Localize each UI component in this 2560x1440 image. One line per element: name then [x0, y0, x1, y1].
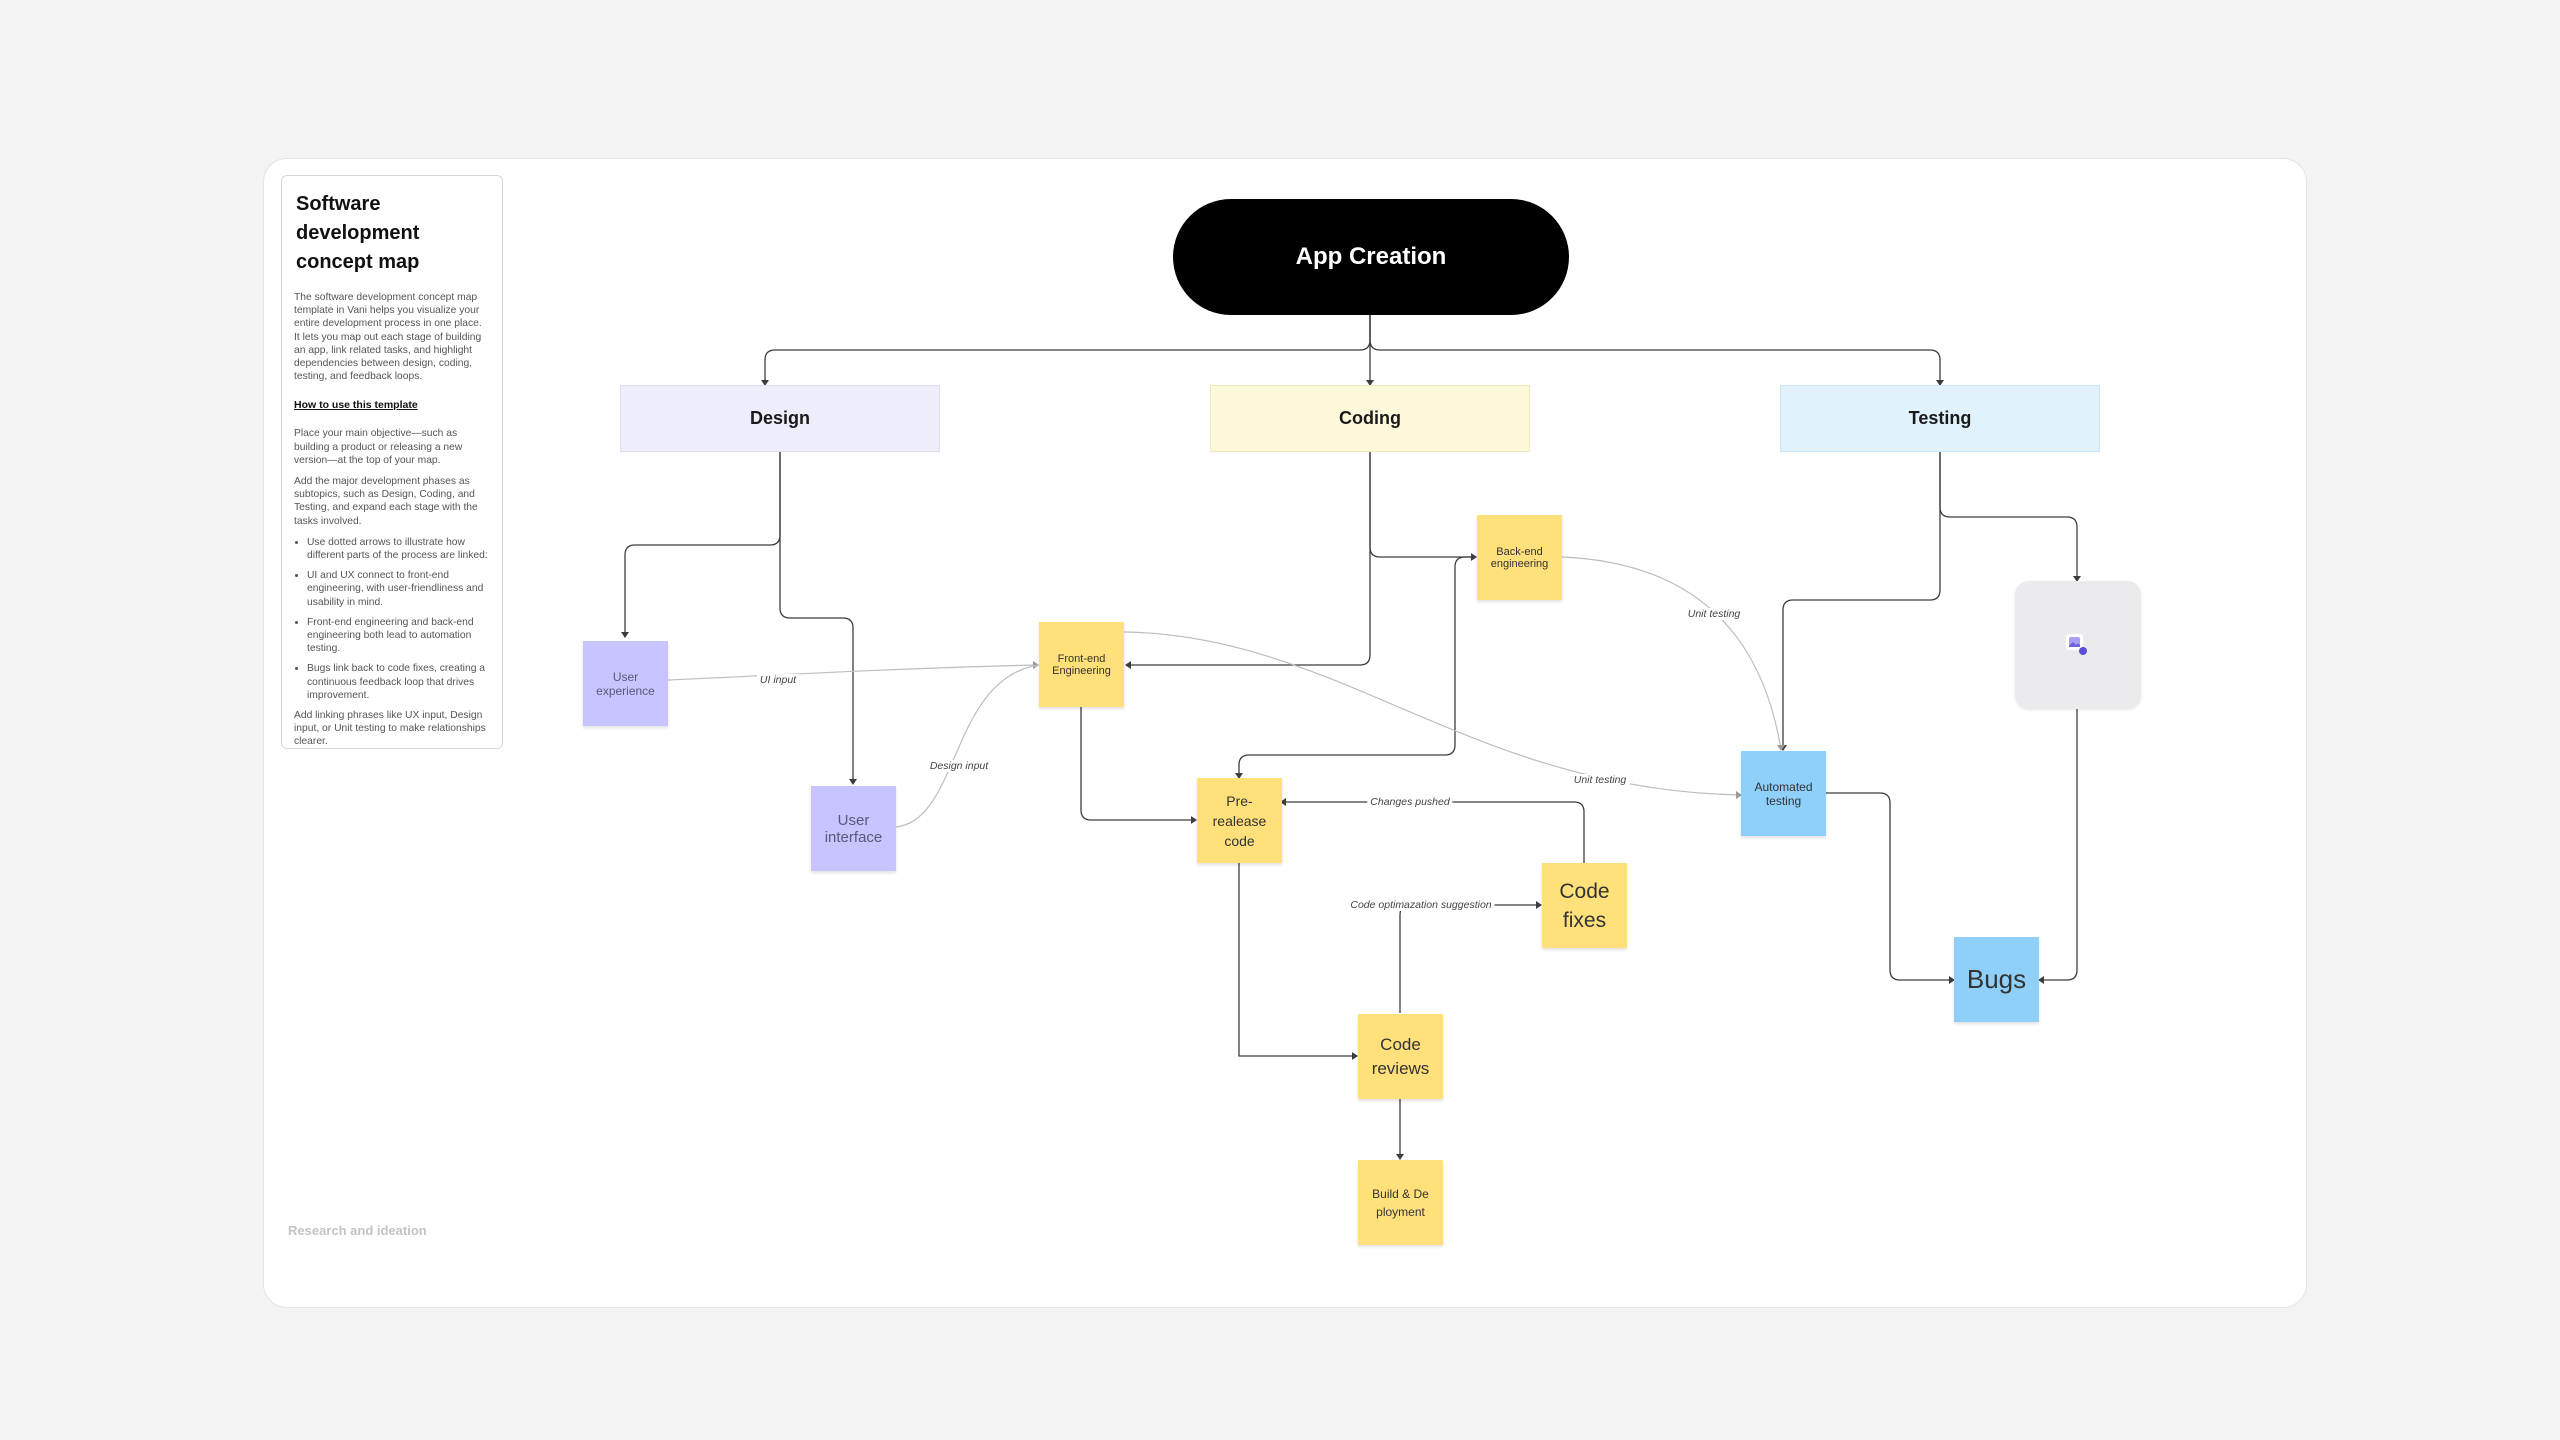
sticky-front-end[interactable]: Front-end Engineering: [1039, 622, 1124, 707]
phase-testing[interactable]: Testing: [1780, 385, 2100, 452]
phase-design[interactable]: Design: [620, 385, 940, 452]
sticky-automated-testing[interactable]: Automated testing: [1741, 751, 1826, 836]
panel-bullet-list: Use dotted arrows to illustrate how diff…: [294, 536, 490, 702]
link-label-design-input[interactable]: Design input: [926, 760, 992, 772]
link-label-unit-testing[interactable]: Unit testing: [1570, 774, 1630, 786]
panel-intro: The software development concept map tem…: [294, 292, 482, 383]
panel-bullet: Use dotted arrows to illustrate how diff…: [307, 536, 490, 562]
panel-step-1: Place your main objective—such as buildi…: [294, 428, 463, 466]
sticky-bugs[interactable]: Bugs: [1954, 937, 2039, 1022]
panel-outro: Add linking phrases like UX input, Desig…: [294, 710, 486, 748]
sticky-back-end[interactable]: Back-end engineering: [1477, 515, 1562, 600]
root-node[interactable]: App Creation: [1173, 199, 1569, 315]
link-label-ui-input[interactable]: UI input: [756, 674, 800, 686]
frame-label[interactable]: Research and ideation: [288, 1223, 427, 1238]
panel-step-2: Add the major development phases as subt…: [294, 476, 478, 527]
sticky-user-experience[interactable]: User experience: [583, 641, 668, 726]
sticky-code-fixes[interactable]: Code fixes: [1542, 863, 1627, 948]
panel-bullet: Front-end engineering and back-end engin…: [307, 616, 490, 656]
how-to-heading: How to use this template: [294, 399, 418, 412]
link-label-changes-pushed[interactable]: Changes pushed: [1367, 796, 1453, 808]
link-label-unit-testing[interactable]: Unit testing: [1684, 608, 1744, 620]
panel-title: Software development concept map: [296, 193, 420, 273]
phase-coding[interactable]: Coding: [1210, 385, 1530, 452]
panel-bullet: UI and UX connect to front-end engineeri…: [307, 569, 490, 609]
sticky-build-deployment[interactable]: Build & De ployment: [1358, 1160, 1443, 1245]
template-description-panel: Software development concept map The sof…: [281, 175, 503, 749]
panel-bullet: Bugs link back to code fixes, creating a…: [307, 662, 490, 702]
image-icon: [2066, 634, 2087, 655]
sticky-user-interface[interactable]: User interface: [811, 786, 896, 871]
sticky-code-reviews[interactable]: Code reviews: [1358, 1014, 1443, 1099]
sticky-pre-release[interactable]: Pre-realease code: [1197, 778, 1282, 863]
link-label-code-optimization[interactable]: Code optimazation suggestion: [1347, 899, 1495, 911]
